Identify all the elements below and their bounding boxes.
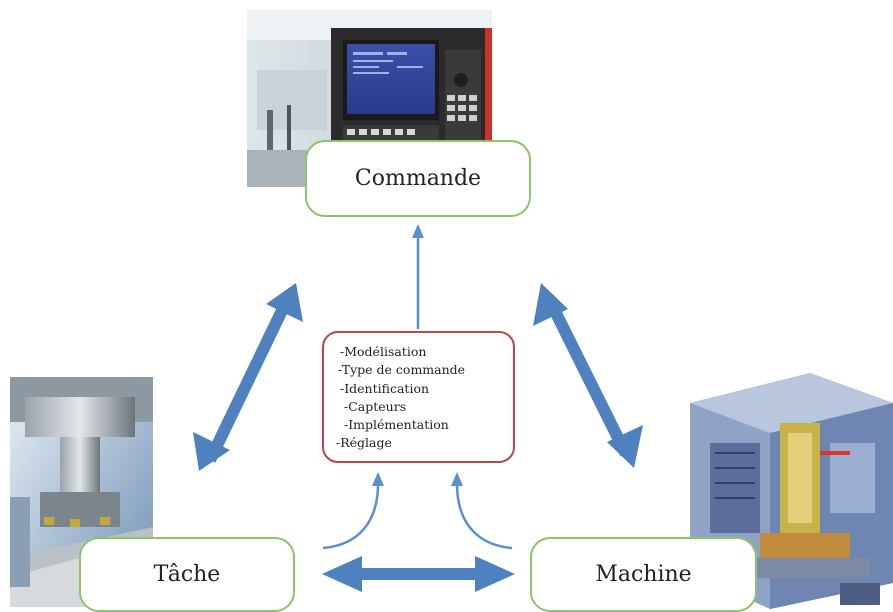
node-machine: Machine bbox=[530, 537, 757, 612]
double-arrow-tache-machine bbox=[322, 556, 515, 592]
step-item: -Identification bbox=[340, 380, 430, 396]
control-steps-box: -Modélisation -Type de commande -Identif… bbox=[322, 331, 515, 463]
step-item: -Capteurs bbox=[344, 398, 407, 414]
node-commande: Commande bbox=[305, 140, 531, 217]
double-arrow-tache-commande bbox=[193, 283, 303, 471]
step-item: -Modélisation bbox=[340, 344, 427, 359]
curved-arrow-tache-to-center bbox=[322, 472, 384, 550]
node-tache: Tâche bbox=[79, 537, 295, 612]
arrow-center-to-commande bbox=[412, 224, 424, 329]
step-item: -Implémentation bbox=[344, 417, 449, 433]
node-machine-label: Machine bbox=[595, 562, 692, 587]
double-arrow-commande-machine bbox=[533, 283, 643, 468]
curved-arrow-machine-to-center bbox=[451, 472, 513, 550]
node-commande-label: Commande bbox=[354, 166, 482, 191]
step-item: -Type de commande bbox=[338, 362, 466, 378]
step-item: -Réglage bbox=[336, 435, 392, 451]
node-tache-label: Tâche bbox=[153, 562, 221, 587]
